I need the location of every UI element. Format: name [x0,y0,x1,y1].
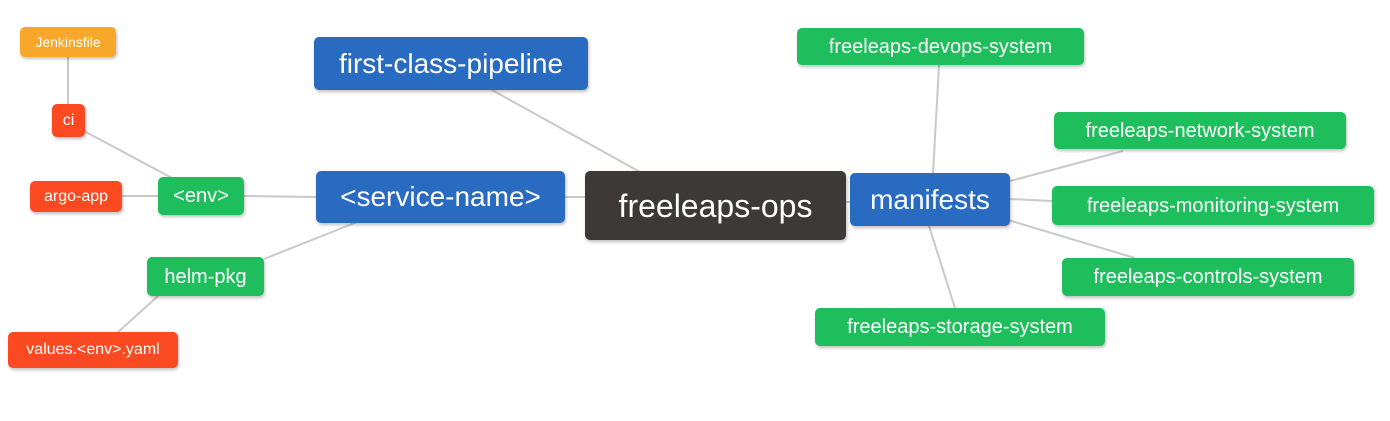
node-manifests[interactable]: manifests [850,173,1010,226]
edge-manifests-to-freeleaps-network-system [1009,150,1124,182]
node-env[interactable]: <env> [158,177,244,215]
edge-manifests-to-freeleaps-monitoring-system [1009,198,1053,202]
node-ci[interactable]: ci [52,104,85,137]
edge-values-env-yaml-to-helm-pkg [116,295,159,334]
node-values-env-yaml[interactable]: values.<env>.yaml [8,332,178,368]
edge-helm-pkg-to-service-name [263,221,358,260]
edge-freeleaps-devops-system-to-manifests [932,64,940,175]
edge-env-to-service-name [243,195,317,198]
node-freeleaps-devops-system[interactable]: freeleaps-devops-system [797,28,1084,65]
node-helm-pkg[interactable]: helm-pkg [147,257,264,296]
node-freeleaps-storage-system[interactable]: freeleaps-storage-system [815,308,1105,346]
node-argo-app[interactable]: argo-app [30,181,122,212]
node-jenkinsfile[interactable]: Jenkinsfile [20,27,116,57]
node-freeleaps-controls-system[interactable]: freeleaps-controls-system [1062,258,1354,296]
node-first-class-pipeline[interactable]: first-class-pipeline [314,37,588,90]
edge-first-class-pipeline-to-freeleaps-ops [491,89,641,173]
edge-ci-to-env [83,130,173,179]
edge-manifests-to-freeleaps-storage-system [928,225,956,309]
node-freeleaps-monitoring-system[interactable]: freeleaps-monitoring-system [1052,186,1374,225]
node-freeleaps-network-system[interactable]: freeleaps-network-system [1054,112,1346,149]
node-service-name[interactable]: <service-name> [316,171,565,223]
edge-manifests-to-freeleaps-controls-system [1007,219,1136,259]
node-freeleaps-ops[interactable]: freeleaps-ops [585,171,846,240]
